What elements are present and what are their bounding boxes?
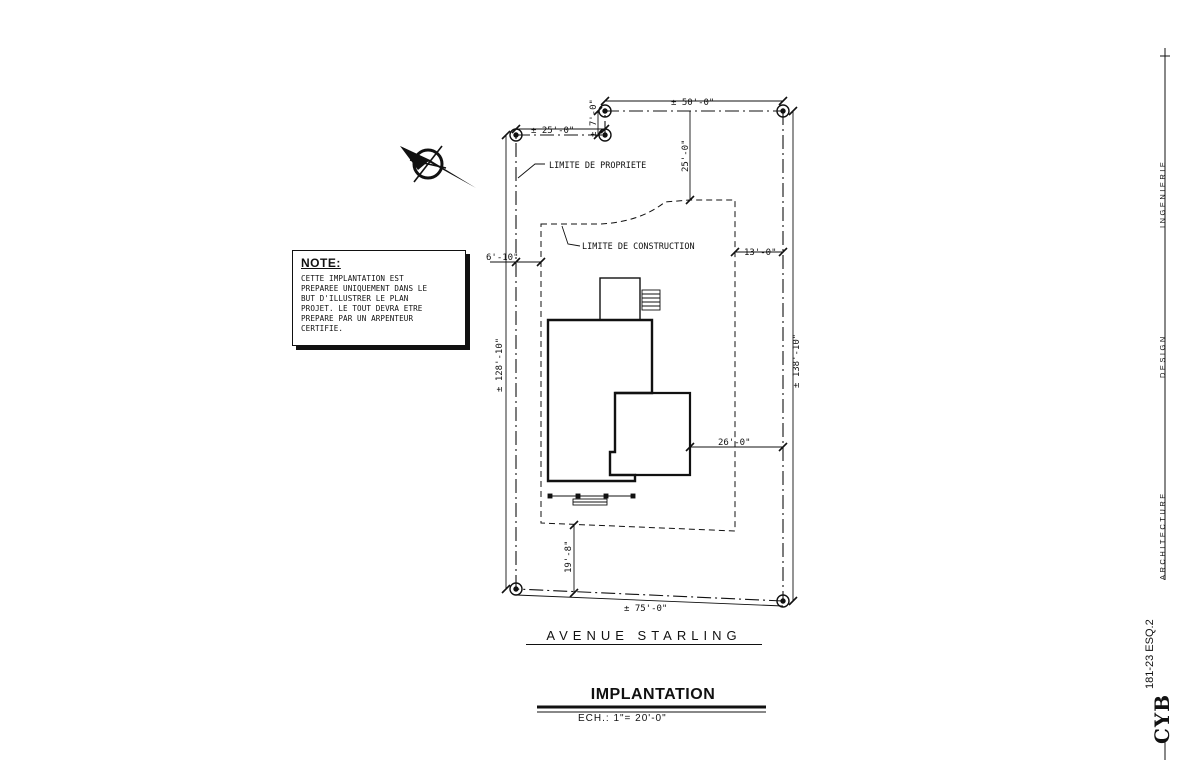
project-code: 181-23 ESQ.2 — [1144, 619, 1156, 689]
dim-bottom-width: ± 75'-0" — [624, 604, 667, 614]
property-limit-label: LIMITE DE PROPRIETE — [549, 161, 646, 171]
survey-marker-icon — [776, 594, 790, 608]
dim-right-margin: 13'-0" — [744, 248, 777, 258]
dim-side-distance: 26'-0" — [718, 438, 751, 448]
dim-left-offset: ± 25'-0" — [531, 126, 574, 136]
north-arrow-icon — [400, 145, 476, 188]
house-main — [546, 318, 654, 483]
sidebar-ingenierie: INGENIERIE — [1158, 159, 1167, 228]
note-text: CETTE IMPLANTATION EST PREPAREE UNIQUEME… — [301, 274, 428, 333]
garage-annex — [599, 277, 641, 321]
survey-marker-icon — [776, 104, 790, 118]
dim-front-setback: 25'-0" — [681, 139, 691, 172]
note-box: NOTE: CETTE IMPLANTATION EST PREPAREE UN… — [292, 250, 466, 346]
construction-limit-label: LIMITE DE CONSTRUCTION — [582, 242, 695, 252]
building-footprint — [546, 277, 692, 506]
dim-right-depth: ± 138'-10" — [792, 334, 802, 388]
sidebar-rule — [1160, 48, 1170, 760]
sidebar-design: DESIGN — [1158, 334, 1167, 378]
dim-left-margin: 6'-10" — [486, 253, 519, 263]
construction-limit — [540, 199, 736, 532]
property-boundary — [515, 110, 784, 602]
note-title: NOTE: — [301, 256, 341, 270]
rear-deck — [547, 493, 636, 506]
dim-top-width: ± 50'-0" — [671, 98, 714, 108]
dimension-lines — [490, 100, 794, 607]
survey-markers — [509, 104, 790, 608]
dim-jog: ± 7'-0" — [589, 99, 599, 137]
dimension-ticks — [501, 96, 798, 606]
house-wing — [615, 391, 692, 477]
front-stairs — [641, 289, 661, 311]
dim-left-depth: ± 128'-10" — [495, 338, 505, 392]
sidebar-architecture: ARCHITECTURE — [1158, 491, 1167, 580]
firm-logo: CYB — [1150, 693, 1174, 744]
plan-scale: ECH.: 1"= 20'-0" — [578, 713, 667, 724]
title-underline — [537, 705, 766, 713]
plan-title: IMPLANTATION — [590, 686, 716, 703]
dim-rear-setback: 19'-8" — [564, 540, 574, 573]
street-name: AVENUE STARLING — [526, 628, 762, 645]
